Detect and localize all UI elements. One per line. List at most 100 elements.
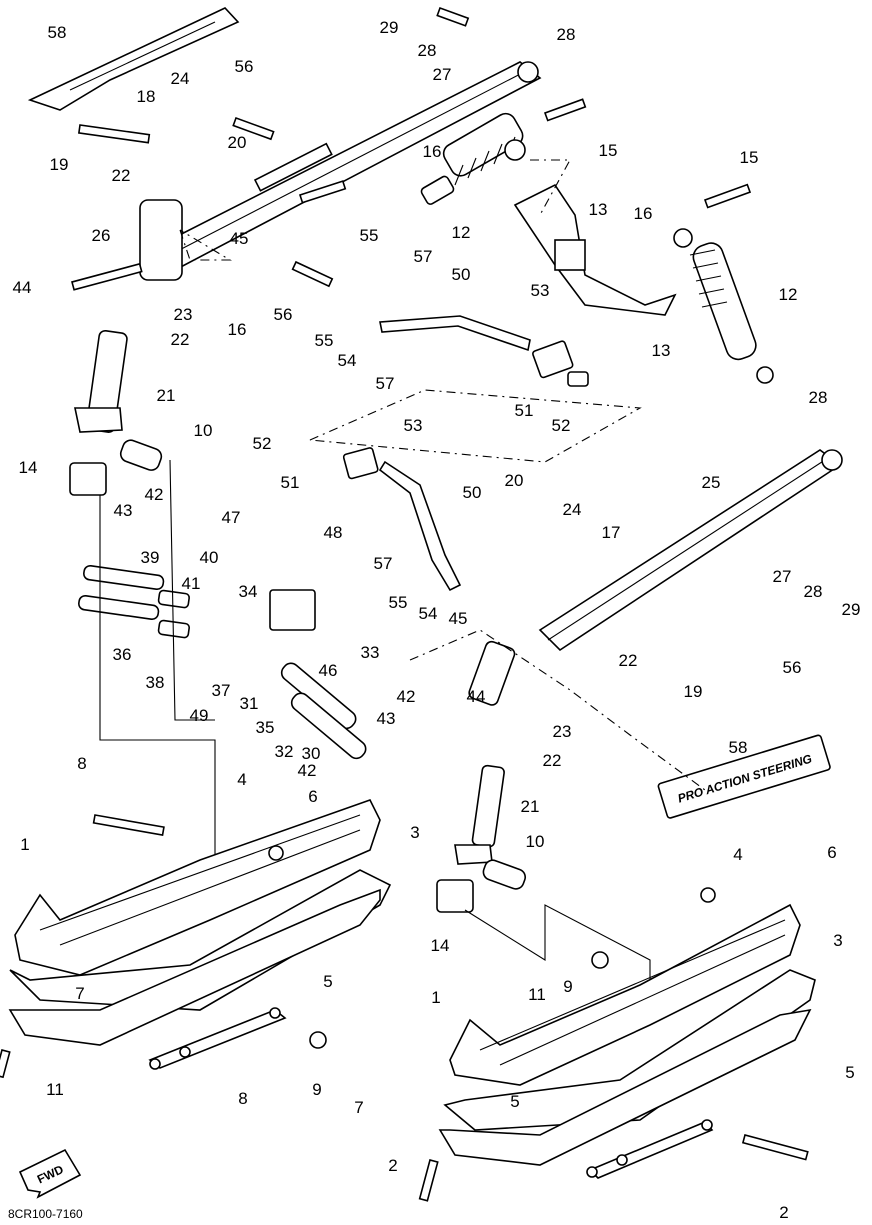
- callout-33: 33: [361, 643, 380, 662]
- callout-9: 9: [312, 1080, 321, 1099]
- callout-11: 11: [528, 985, 546, 1004]
- callout-40: 40: [200, 548, 219, 567]
- bolts-lower: [0, 814, 809, 1202]
- callout-10: 10: [526, 832, 545, 851]
- callout-27: 27: [773, 567, 792, 586]
- callout-28: 28: [557, 25, 576, 44]
- callout-52: 52: [552, 416, 571, 435]
- callout-39: 39: [141, 548, 160, 567]
- assembly-line-1: [309, 389, 642, 463]
- callout-28: 28: [809, 388, 828, 407]
- callout-16: 16: [228, 320, 247, 339]
- callout-26: 26: [92, 226, 111, 245]
- callout-16: 16: [423, 142, 442, 161]
- diagram-code: 8CR100-7160: [8, 1207, 83, 1221]
- steering-column-lower: [436, 640, 527, 913]
- callout-6: 6: [308, 787, 317, 806]
- callout-19: 19: [50, 155, 69, 174]
- callout-52: 52: [253, 434, 272, 453]
- callout-45: 45: [449, 609, 468, 628]
- callout-12: 12: [452, 223, 471, 242]
- callout-54: 54: [338, 351, 357, 370]
- callout-30: 30: [302, 744, 321, 763]
- callout-48: 48: [324, 523, 343, 542]
- callout-19: 19: [684, 682, 703, 701]
- callout-57: 57: [374, 554, 393, 573]
- callout-12: 12: [779, 285, 798, 304]
- callout-31: 31: [240, 694, 259, 713]
- callout-53: 53: [531, 281, 550, 300]
- callout-56: 56: [235, 57, 254, 76]
- front-direction-arrow: FWD: [18, 1148, 82, 1199]
- callout-5: 5: [845, 1063, 854, 1082]
- callout-46: 46: [319, 661, 338, 680]
- callout-4: 4: [733, 845, 742, 864]
- callout-20: 20: [228, 133, 247, 152]
- callout-44: 44: [467, 687, 486, 706]
- callout-14: 14: [19, 458, 38, 477]
- callout-3: 3: [833, 931, 842, 950]
- bolts-upper: [71, 6, 752, 291]
- callout-53: 53: [404, 416, 423, 435]
- callout-51: 51: [281, 473, 300, 492]
- callout-16: 16: [634, 204, 653, 223]
- callout-42: 42: [397, 687, 416, 706]
- callout-22: 22: [112, 166, 131, 185]
- callout-41: 41: [182, 574, 201, 593]
- callout-56: 56: [783, 658, 802, 677]
- callout-29: 29: [380, 18, 399, 37]
- callout-57: 57: [376, 374, 395, 393]
- callout-13: 13: [652, 341, 671, 360]
- callout-20: 20: [505, 471, 524, 490]
- callout-24: 24: [171, 69, 190, 88]
- callout-42: 42: [298, 761, 317, 780]
- callout-47: 47: [222, 508, 241, 527]
- assembly-line-4: [409, 629, 706, 791]
- callout-58: 58: [729, 738, 748, 757]
- callout-28: 28: [418, 41, 437, 60]
- callout-50: 50: [452, 265, 471, 284]
- callout-56: 56: [274, 305, 293, 324]
- callout-15: 15: [740, 148, 759, 167]
- callout-28: 28: [804, 582, 823, 601]
- callout-7: 7: [75, 984, 84, 1003]
- callout-3: 3: [410, 823, 419, 842]
- callout-54: 54: [419, 604, 438, 623]
- callout-18: 18: [137, 87, 156, 106]
- callout-55: 55: [315, 331, 334, 350]
- callout-37: 37: [212, 681, 231, 700]
- bracket-13: [513, 183, 677, 316]
- callout-22: 22: [543, 751, 562, 770]
- callout-22: 22: [171, 330, 190, 349]
- callout-25: 25: [702, 473, 721, 492]
- callout-49: 49: [190, 706, 209, 725]
- callout-23: 23: [174, 305, 193, 324]
- callout-35: 35: [256, 718, 275, 737]
- callout-29: 29: [842, 600, 861, 619]
- callout-43: 43: [114, 501, 133, 520]
- callout-8: 8: [238, 1089, 247, 1108]
- callout-15: 15: [599, 141, 618, 160]
- callout-50: 50: [463, 483, 482, 502]
- callout-17: 17: [602, 523, 621, 542]
- callout-57: 57: [414, 247, 433, 266]
- callout-32: 32: [275, 742, 294, 761]
- callout-55: 55: [360, 226, 379, 245]
- callout-21: 21: [521, 797, 540, 816]
- callout-34: 34: [239, 582, 258, 601]
- callout-44: 44: [13, 278, 32, 297]
- assembly-line-6: [169, 459, 215, 721]
- tie-rods-mid: [78, 564, 367, 760]
- steering-arm-lower-25: [538, 449, 843, 652]
- callout-2: 2: [779, 1203, 788, 1222]
- callout-43: 43: [377, 709, 396, 728]
- tie-rod-50-top: [379, 315, 589, 387]
- callout-58: 58: [48, 23, 67, 42]
- callout-38: 38: [146, 673, 165, 692]
- steering-arm-top: [148, 61, 542, 271]
- ski-left: [8, 799, 392, 1070]
- callout-13: 13: [589, 200, 608, 219]
- callout-1: 1: [431, 988, 440, 1007]
- callout-7: 7: [354, 1098, 363, 1117]
